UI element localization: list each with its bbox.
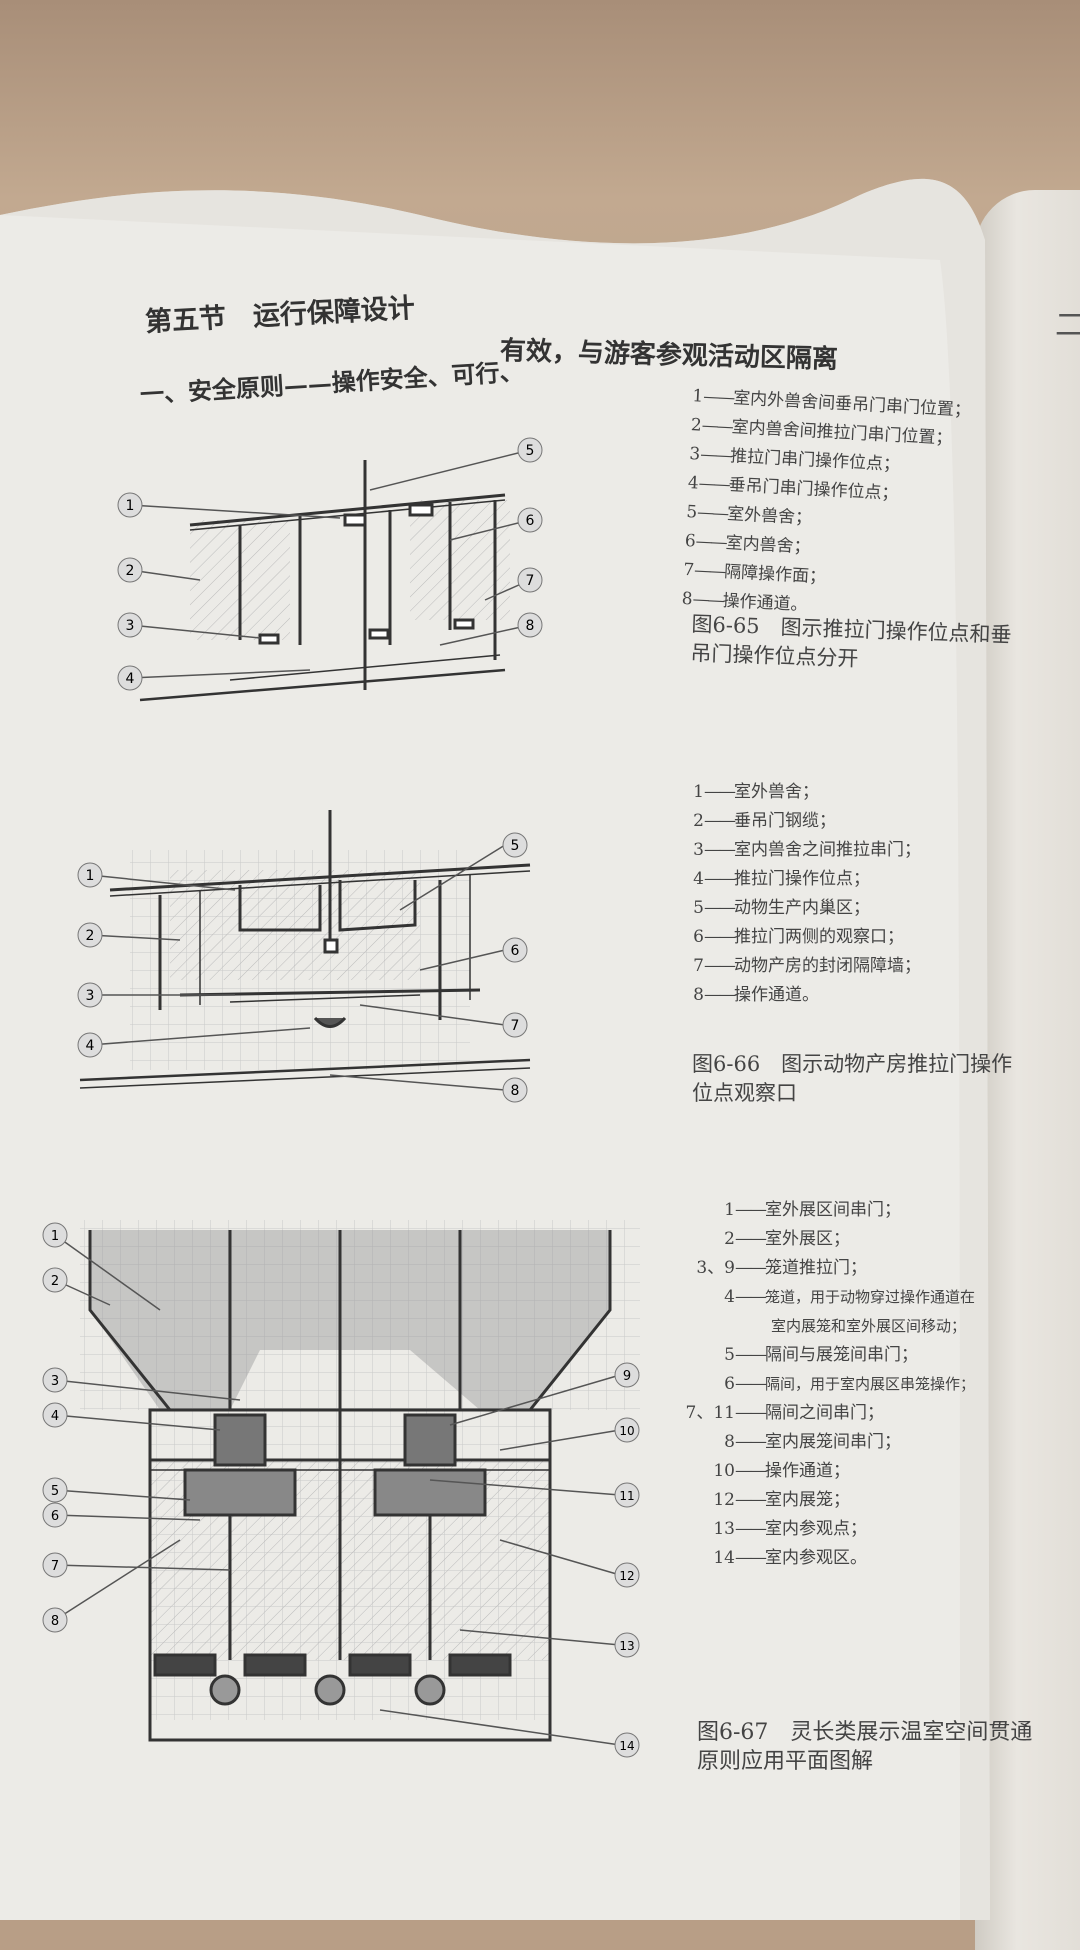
legend-item: 1——室外兽舍； [693,782,819,802]
legend-item: 10——操作通道； [713,1461,850,1481]
legend-item: 12——室内展笼； [713,1490,850,1510]
legend-item: 6——隔间，用于室内展区串笼操作； [724,1374,976,1394]
legend-item: 1——室外展区间串门； [724,1200,901,1220]
figure-6-67-caption: 图6-67 灵长类展示温室空间贯通 原则应用平面图解 [697,1718,1032,1776]
svg-text:3: 3 [126,618,135,634]
callout-1: 1 [77,862,103,888]
caption-line: 原则应用平面图解 [697,1749,874,1774]
svg-text:2: 2 [51,1274,59,1289]
callout-markers: 1 2 3 4 5 6 7 8 [117,437,543,691]
callout-3: 3 [117,612,143,638]
caption-line: 位点观察口 [692,1081,797,1105]
legend-item: 5——隔间与展笼间串门； [724,1345,918,1365]
svg-text:1: 1 [86,868,95,884]
legend-item: 3、9——笼道推拉门； [696,1258,867,1278]
svg-text:3: 3 [86,988,95,1004]
callout-8: 8 [517,612,543,638]
legend-item: 7——动物产房的封闭隔障墙； [693,956,921,976]
svg-text:8: 8 [51,1614,59,1629]
svg-text:6: 6 [51,1509,59,1524]
callout-3: 3 [77,982,103,1008]
figure-6-65-legend: 1——室内外兽舍间垂吊门串门位置； 2——室内兽舍间推拉门串门位置； 3——推拉… [678,382,972,628]
callout-4: 4 [42,1402,68,1428]
figure-6-67-legend: 1——室外展区间串门； 2——室外展区； 3、9——笼道推拉门； 4——笼道，用… [665,1196,975,1573]
svg-text:5: 5 [526,443,535,459]
figure-6-66-caption: 图6-66 图示动物产房推拉门操作 位点观察口 [692,1050,1012,1108]
svg-text:9: 9 [623,1369,631,1384]
callout-8: 8 [42,1607,68,1633]
svg-text:13: 13 [619,1639,634,1653]
callout-markers: 1 2 3 4 5 6 7 8 [77,832,528,1103]
legend-item: 5——动物生产内巢区； [693,898,870,918]
callout-6: 6 [517,507,543,533]
svg-text:11: 11 [619,1489,634,1503]
callout-14: 14 [614,1732,640,1758]
legend-item: 8——室内展笼间串门； [724,1432,901,1452]
svg-text:6: 6 [511,943,520,959]
callout-6: 6 [42,1502,68,1528]
svg-text:7: 7 [526,573,535,589]
legend-item: 3——室内兽舍之间推拉串门； [693,840,921,860]
legend-item: 14——室内参观区。 [713,1548,867,1568]
figure-6-65-caption: 图6-65 图示推拉门操作位点和垂 吊门操作位点分开 [690,610,1012,679]
svg-text:1: 1 [126,498,135,514]
callout-1: 1 [42,1222,68,1248]
svg-text:10: 10 [619,1424,634,1438]
legend-item: 6——推拉门两侧的观察口； [693,927,904,947]
callout-9: 9 [614,1362,640,1388]
callout-5: 5 [42,1477,68,1503]
svg-text:7: 7 [51,1559,59,1574]
svg-text:12: 12 [619,1569,634,1583]
legend-item: 7、11——隔间之间串门； [685,1403,884,1423]
callout-7: 7 [42,1552,68,1578]
figure-6-67-diagram: 1 2 3 4 5 6 7 8 9 10 11 12 13 14 [42,1220,640,1758]
legend-item: 4——笼道，用于动物穿过操作通道在 [724,1287,976,1307]
svg-text:8: 8 [511,1083,520,1099]
svg-text:4: 4 [86,1038,95,1054]
callout-4: 4 [77,1032,103,1058]
callout-2: 2 [42,1267,68,1293]
svg-text:8: 8 [526,618,535,634]
right-page: 二 [975,190,1080,1950]
legend-item: 2——垂吊门钢缆； [693,811,836,831]
callout-8: 8 [502,1077,528,1103]
svg-text:2: 2 [126,563,135,579]
caption-line: 图6-66 图示动物产房推拉门操作 [692,1052,1013,1076]
callout-4: 4 [117,665,143,691]
legend-item: 13——室内参观点； [713,1519,867,1539]
figure-6-66-legend: 1——室外兽舍； 2——垂吊门钢缆； 3——室内兽舍之间推拉串门； 4——推拉门… [690,778,921,1010]
callout-7: 7 [502,1012,528,1038]
callout-10: 10 [614,1417,640,1443]
svg-text:14: 14 [619,1739,634,1753]
callout-1: 1 [117,492,143,518]
callout-2: 2 [117,557,143,583]
svg-text:4: 4 [51,1409,59,1424]
callout-5: 5 [502,832,528,858]
callout-5: 5 [517,437,543,463]
svg-text:6: 6 [526,513,535,529]
svg-text:1: 1 [51,1229,59,1244]
legend-item: 2——室外展区； [724,1229,850,1249]
callout-6: 6 [502,937,528,963]
callout-13: 13 [614,1632,640,1658]
callout-2: 2 [77,922,103,948]
svg-text:5: 5 [51,1484,59,1499]
callout-markers: 1 2 3 4 5 6 7 8 9 10 11 12 13 14 [42,1222,640,1758]
caption-line: 图6-67 灵长类展示温室空间贯通 [697,1720,1033,1745]
figure-6-65-diagram: 1 2 3 4 5 6 7 8 [117,437,543,702]
svg-text:7: 7 [511,1018,520,1034]
right-page-glyph: 二 [1055,308,1080,343]
figure-6-66-diagram: 1 2 3 4 5 6 7 8 [77,810,531,1103]
svg-text:3: 3 [51,1374,59,1389]
callout-11: 11 [614,1482,640,1508]
svg-text:2: 2 [86,928,95,944]
legend-item: 4——推拉门操作位点； [693,869,870,889]
legend-item-continued: 室内展笼和室外展区间移动； [771,1317,967,1335]
callout-12: 12 [614,1562,640,1588]
callout-7: 7 [517,567,543,593]
callout-3: 3 [42,1367,68,1393]
svg-text:4: 4 [126,671,135,687]
legend-item: 8——操作通道。 [693,985,819,1005]
svg-text:5: 5 [511,838,520,854]
